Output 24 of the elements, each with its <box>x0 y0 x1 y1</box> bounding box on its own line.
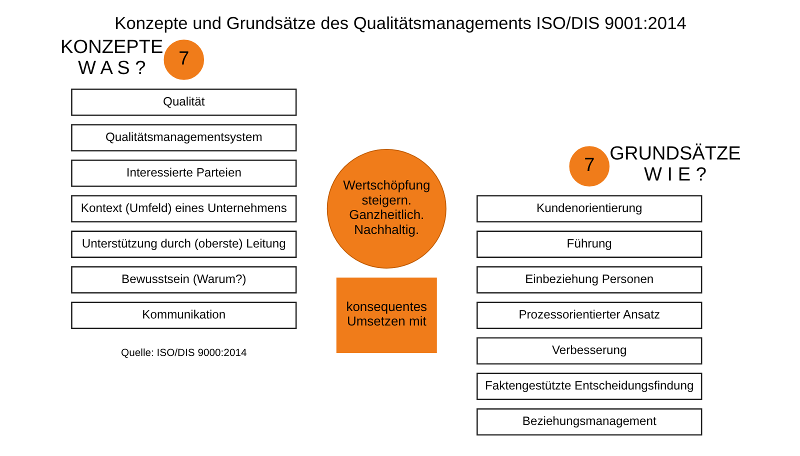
node-box: Führung <box>476 230 702 258</box>
diagram-title: Konzepte und Grundsätze des Qualitätsmanagements ISO/DIS 9001:2014 <box>114 13 686 34</box>
node-box: Prozessorientierter Ansatz <box>476 302 702 329</box>
node-box: Qualität <box>70 88 296 116</box>
node-box: Kommunikation <box>70 302 296 329</box>
node-label: GRUNDSÄTZE <box>609 144 740 165</box>
node-box: Interessierte Parteien <box>70 160 296 187</box>
node-box: Bewusstsein (Warum?) <box>70 266 296 294</box>
node-label: W I E ? <box>644 164 706 186</box>
node-box: Unterstützung durch (oberste) Leitung <box>70 230 296 258</box>
node-box: Kontext (Umfeld) eines Unternehmens <box>70 195 296 222</box>
node-box: Faktengestützte Entscheidungsfindung <box>476 372 702 400</box>
node-box: Verbesserung <box>476 337 702 365</box>
node-circle: 7 <box>568 146 610 186</box>
node-box: Beziehungsmanagement <box>476 408 702 436</box>
node-box: konsequentes Umsetzen mit <box>336 278 436 354</box>
node-box: Qualitätsmanagementsystem <box>70 124 296 152</box>
node-label: W A S ? <box>78 58 146 79</box>
node-circle: 7 <box>163 40 204 80</box>
node-circle: Wertschöpfung steigern. Ganzheitlich. Nachhaltig. <box>326 149 446 269</box>
node-box: Einbeziehung Personen <box>476 266 702 294</box>
label: Quelle: ISO/DIS 9000:2014 <box>120 348 246 360</box>
node-box: Kundenorientierung <box>476 195 702 222</box>
node-label: KONZEPTE <box>60 37 163 58</box>
